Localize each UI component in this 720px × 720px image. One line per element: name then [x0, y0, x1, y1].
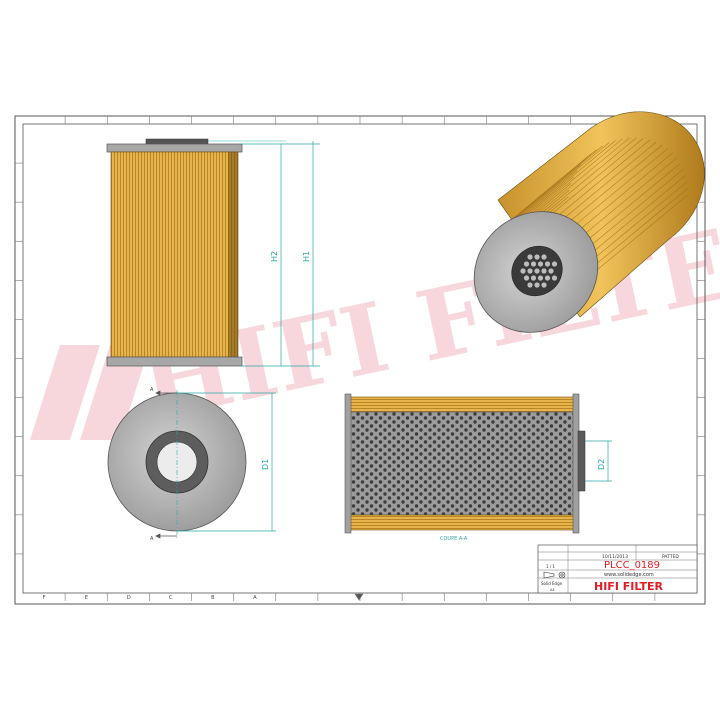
- zone-label: A: [253, 595, 257, 601]
- iso-core-holes: [520, 254, 558, 288]
- section-bottom-media: [348, 514, 576, 531]
- d2-label: D2: [597, 459, 606, 470]
- d1-label: D1: [261, 459, 270, 470]
- section-top-media: [348, 396, 576, 413]
- core-hole: [541, 282, 547, 288]
- core-hole: [541, 268, 547, 274]
- core-hole: [527, 268, 533, 274]
- center-marker-icon: [354, 593, 364, 601]
- section-core: [348, 411, 576, 516]
- title-scale: 1 / 1: [546, 564, 555, 569]
- title-brand: HIFI FILTER: [594, 580, 664, 593]
- front-view: [106, 138, 243, 367]
- core-hole: [537, 261, 544, 267]
- core-hole: [527, 282, 533, 288]
- core-hole: [534, 254, 540, 260]
- h1-label: H1: [302, 251, 311, 262]
- d1-dimension: [177, 392, 276, 532]
- title-date: 10/11/2013: [602, 554, 628, 560]
- core-hole: [544, 261, 551, 267]
- media-shade-right: [228, 152, 238, 357]
- section-left-cap: [344, 393, 352, 534]
- core-hole: [551, 275, 558, 281]
- core-hole: [523, 261, 530, 267]
- height-dimensions: [208, 140, 320, 367]
- section-marker-top: A: [150, 387, 154, 393]
- title-author: PATTED: [662, 554, 679, 560]
- zone-label: D: [127, 595, 131, 601]
- core-hole: [548, 268, 554, 274]
- core-hole: [523, 275, 530, 281]
- section-arrows: [155, 390, 177, 539]
- core-hole: [551, 261, 558, 267]
- zone-label: C: [169, 595, 173, 601]
- h2-label: H2: [270, 251, 279, 262]
- section-marker-bottom: A: [150, 536, 154, 542]
- zone-label: E: [85, 595, 88, 601]
- core-hole: [537, 275, 544, 281]
- title-format: A4: [550, 588, 555, 592]
- title-website: www.solidedge.com: [604, 572, 654, 578]
- projection-symbol-icon: [543, 571, 566, 579]
- section-view: [344, 393, 586, 534]
- core-hole: [541, 254, 547, 260]
- title-block: [537, 544, 698, 594]
- zone-label: F: [43, 595, 46, 601]
- bottom-cap: [106, 356, 243, 367]
- pleated-media: [110, 151, 239, 358]
- isometric-view: [473, 111, 705, 333]
- core-hole: [520, 268, 526, 274]
- top-cap: [106, 143, 243, 153]
- zone-label: B: [211, 595, 215, 601]
- title-software: Solid Edge: [541, 581, 563, 586]
- core-hole: [530, 275, 537, 281]
- core-hole: [534, 268, 540, 274]
- core-hole: [530, 261, 537, 267]
- core-hole: [544, 275, 551, 281]
- core-hole: [534, 282, 540, 288]
- core-hole: [527, 254, 533, 260]
- title-part-number: PLCC_0189: [604, 560, 660, 571]
- d2-dimension: [585, 440, 612, 482]
- section-outlet: [577, 430, 586, 492]
- section-caption: COUPE A-A: [440, 536, 468, 542]
